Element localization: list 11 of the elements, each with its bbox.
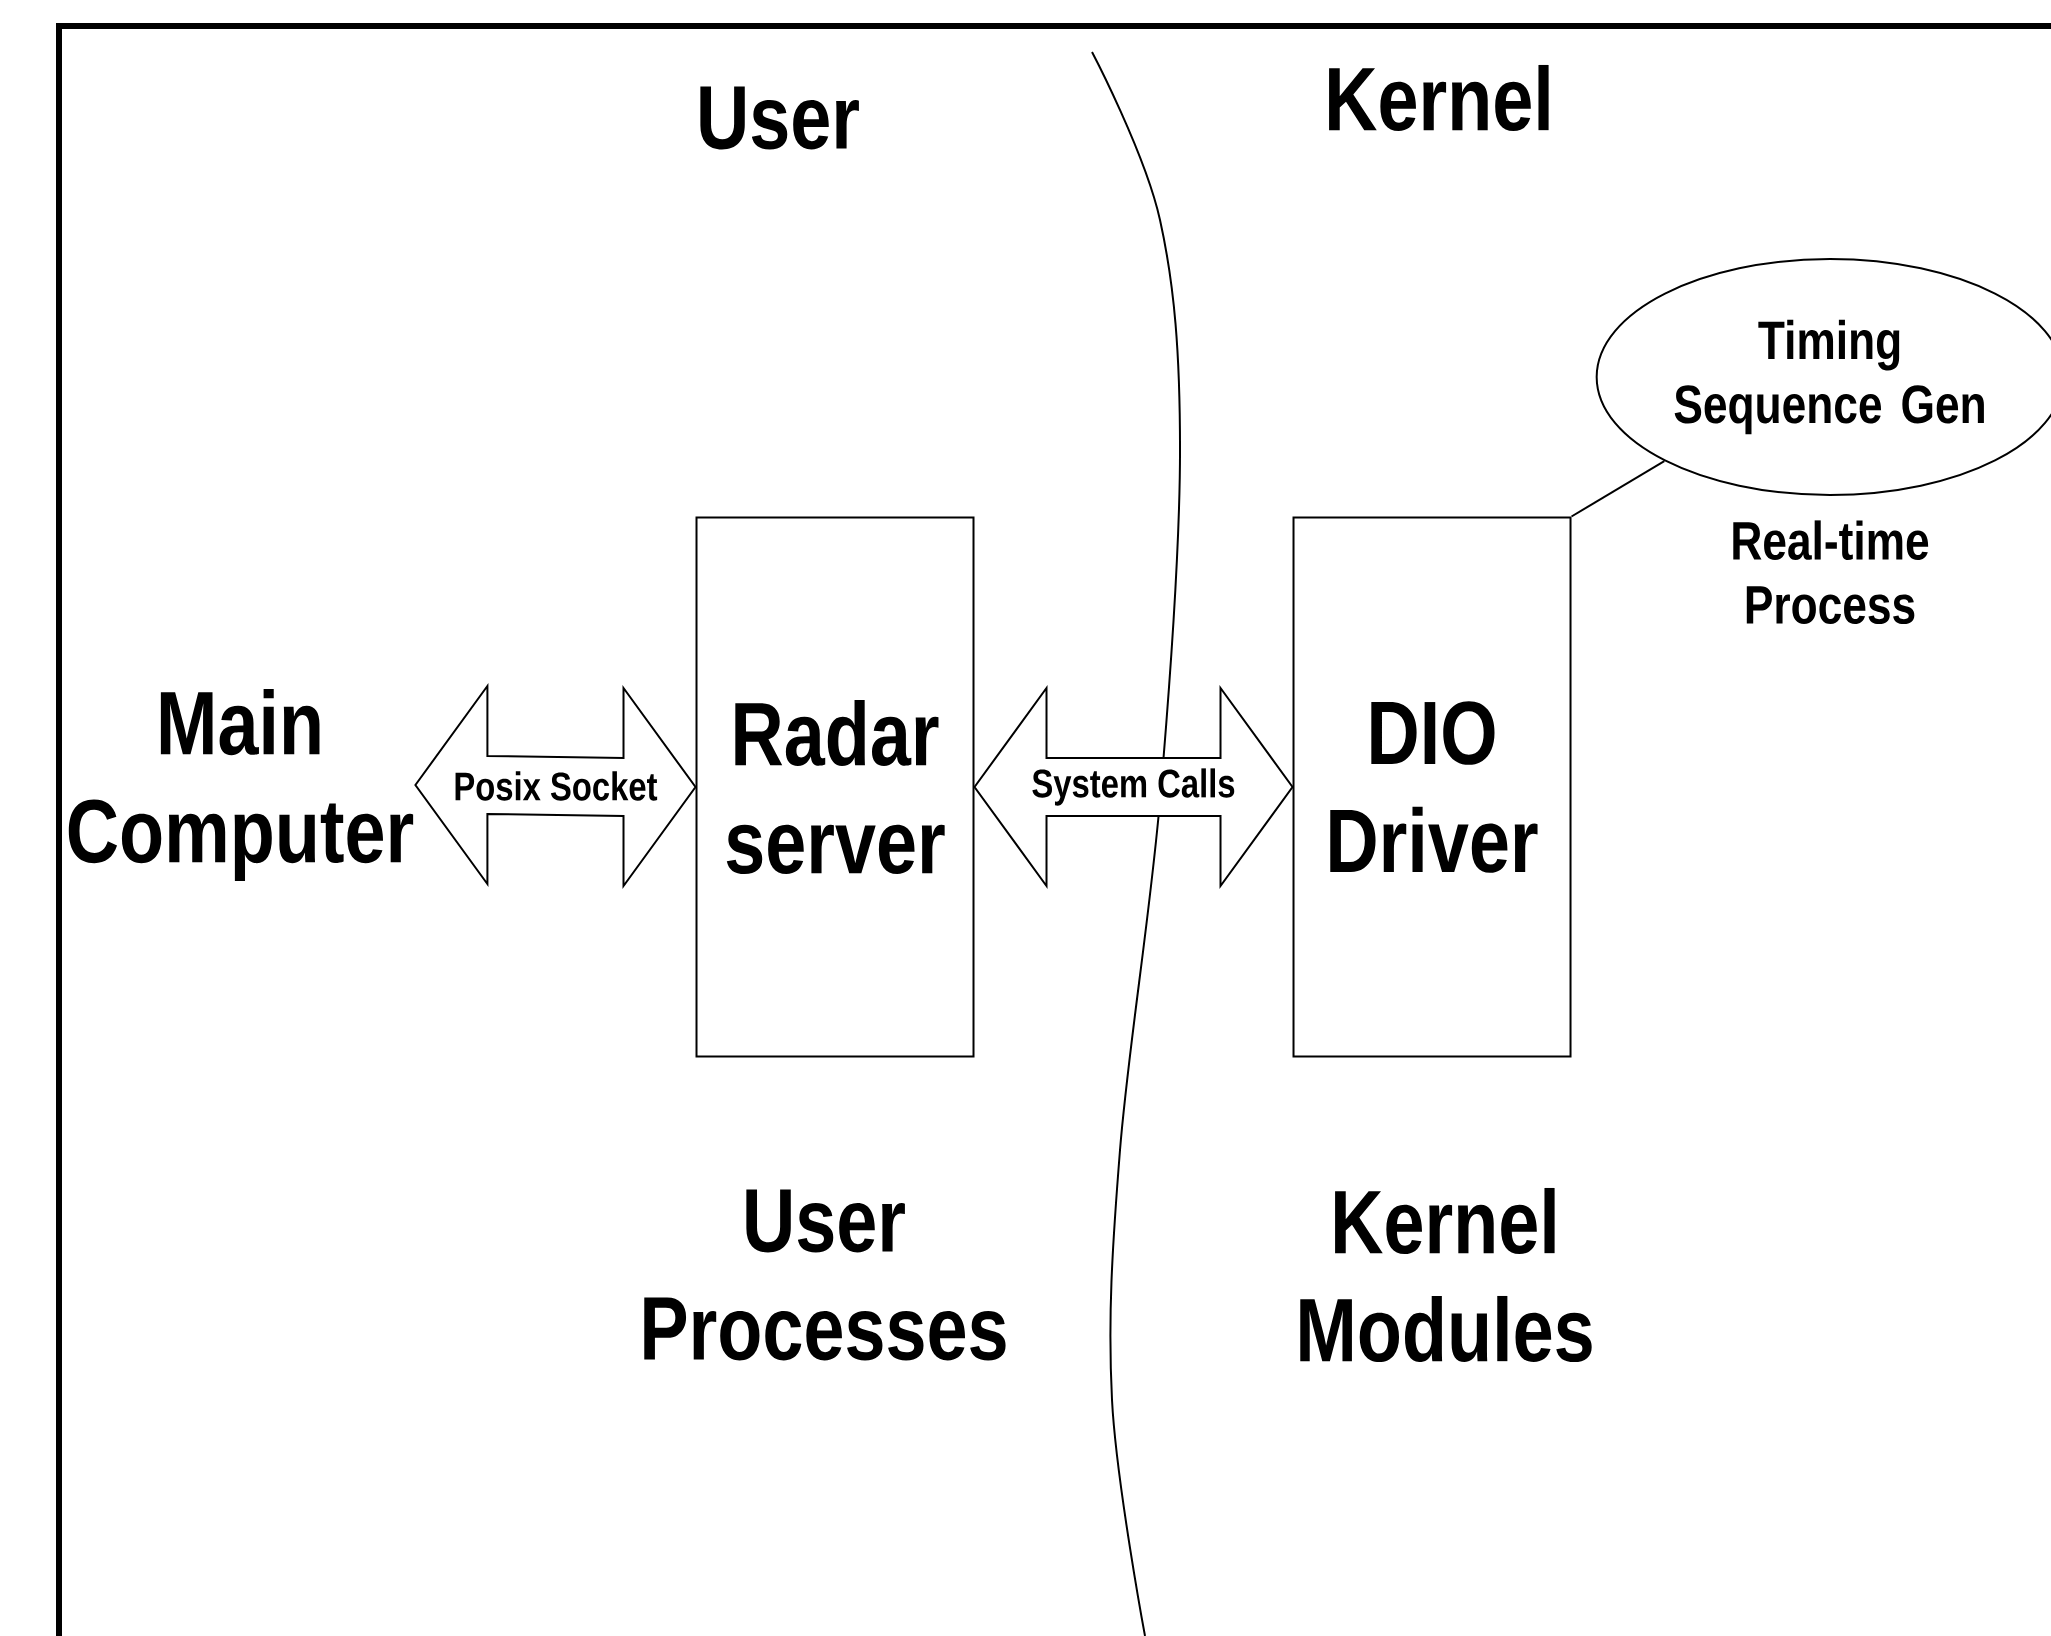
process-box: Radar server: [695, 516, 975, 1058]
node-text: Main Computer: [68, 689, 414, 881]
process-box: DIO Driver: [1292, 516, 1572, 1058]
region-label: Kernel: [1329, 64, 1549, 132]
edge-label: Posix Socket: [451, 769, 660, 803]
connector-line: [1570, 460, 1666, 518]
node-caption: Real-time Process: [1733, 520, 1929, 625]
region-label: User Processes: [644, 1189, 1006, 1361]
region-label: Kernel Modules: [1300, 1187, 1592, 1363]
region-label: User: [700, 86, 859, 150]
edge-label: System Calls: [1029, 766, 1238, 808]
